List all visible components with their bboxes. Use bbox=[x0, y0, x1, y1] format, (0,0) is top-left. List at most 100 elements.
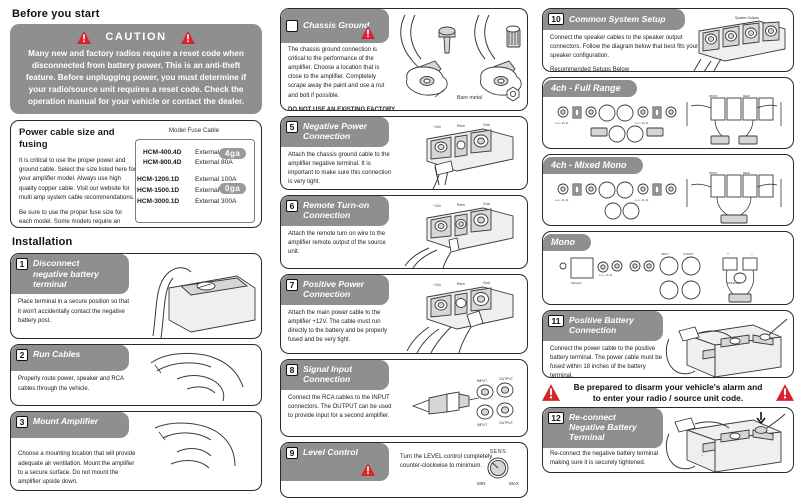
bare-metal-label: Bare metal bbox=[457, 95, 483, 101]
power-cable-panel: Power cable size and fusing It is critic… bbox=[10, 120, 262, 229]
svg-text:Gnd: Gnd bbox=[483, 202, 490, 206]
svg-text:Gnd: Gnd bbox=[483, 123, 490, 127]
fuse-table-header: Model Fuse Cable bbox=[168, 127, 220, 135]
caution-label: CAUTION bbox=[105, 31, 167, 43]
mono-speaker-wiring-diagram: +– SPEAKER bbox=[722, 252, 758, 303]
power-cable-para-1: It is critical to use the proper power a… bbox=[19, 157, 136, 201]
amp-panel-diagram: L+ L- R+ R- L+ L- R+ R- bbox=[555, 181, 677, 220]
svg-text:REAR: REAR bbox=[743, 95, 750, 98]
step-card-3: 3 Mount Amplifier Choose a mounting loca… bbox=[10, 411, 262, 492]
warning-triangle-icon bbox=[180, 30, 195, 44]
step-card-2: 2 Run Cables Properly route power, speak… bbox=[10, 344, 262, 407]
step-1-header: 1 Disconnect negative battery terminal bbox=[11, 254, 129, 295]
step-title: Positive Power Connection bbox=[303, 279, 365, 300]
warning-triangle-icon bbox=[776, 384, 794, 402]
step-number: 10 bbox=[548, 13, 564, 25]
step-7-header: 7 Positive Power Connection bbox=[281, 275, 389, 305]
amplifier-mount-illustration bbox=[154, 423, 236, 469]
step-card-6: 6 Remote Turn-on Connection Attach the r… bbox=[280, 195, 528, 269]
step-title: Remote Turn-on Connection bbox=[303, 200, 370, 221]
fuse-model: HCM-800.4D bbox=[143, 159, 182, 167]
svg-text:OUTPUT: OUTPUT bbox=[499, 377, 513, 381]
diagram-label: 4ch - Full Range bbox=[543, 80, 637, 97]
step-title: Common System Setup bbox=[569, 13, 666, 24]
diagram-label: Mono bbox=[543, 234, 591, 251]
step-number: 2 bbox=[16, 349, 28, 362]
svg-text:–: – bbox=[701, 452, 704, 457]
table-row: HCM-1200.1D External 100A bbox=[137, 176, 236, 183]
step-body: Properly route power, speaker and RCA ca… bbox=[18, 376, 124, 392]
negative-battery-reconnect-illustration: – bbox=[665, 411, 786, 472]
svg-text:Rem: Rem bbox=[457, 124, 465, 128]
rca-connector-illustration: INPUT OUTPUT INPUT OUTPUT bbox=[411, 377, 514, 427]
step-number: 12 bbox=[548, 411, 564, 424]
svg-text:L+ L- R+ R-: L+ L- R+ R- bbox=[635, 121, 649, 125]
gauge-badge-0ga: 0ga bbox=[219, 183, 247, 195]
step-4-header: 4 Chassis Ground bbox=[281, 9, 389, 43]
step-card-4: 4 Chassis Ground The chassis ground conn… bbox=[280, 8, 528, 111]
svg-text:L+ L- R+ R-: L+ L- R+ R- bbox=[555, 121, 569, 125]
step-card-1: 1 Disconnect negative battery terminal P… bbox=[10, 253, 262, 340]
step-2-header: 2 Run Cables bbox=[11, 345, 129, 372]
svg-text:+12v: +12v bbox=[433, 125, 441, 129]
step-card-12: 12 Re-connect Negative Battery Terminal … bbox=[542, 406, 794, 473]
svg-text:Gnd: Gnd bbox=[483, 281, 490, 285]
svg-text:Subsonic: Subsonic bbox=[571, 281, 582, 285]
step-title: Positive Battery Connection bbox=[569, 315, 634, 336]
step-body: Place terminal in a secure position so t… bbox=[18, 299, 130, 324]
fuse-table bbox=[135, 139, 255, 224]
speaker-wiring-diagram: FRONT REAR bbox=[686, 95, 782, 145]
vehicle-cable-routing-illustration bbox=[150, 353, 244, 402]
fuse-value: External 40A bbox=[195, 149, 233, 157]
chassis-ground-illustration bbox=[400, 14, 522, 102]
speaker-output-block-illustration: Speaker Outputs bbox=[693, 16, 786, 71]
caution-banner: CAUTION Many new and factory radios requ… bbox=[10, 24, 262, 115]
step-10-footer: Recommended Setups Below bbox=[550, 67, 630, 72]
step-body: Attach the remote turn on wire to the am… bbox=[288, 230, 386, 255]
warning-triangle-icon bbox=[542, 384, 560, 402]
step-body: Attach the main power cable to the ampli… bbox=[288, 309, 388, 343]
power-cable-heading: Power cable size and fusing bbox=[19, 127, 115, 151]
step-number: 1 bbox=[16, 258, 28, 271]
step-card-8: 8 Signal Input Connection Connect the RC… bbox=[280, 359, 528, 437]
step-title: Signal Input Connection bbox=[303, 364, 353, 385]
step-card-5: 5 Negative Power Connection Attach the c… bbox=[280, 116, 528, 190]
step-5-header: 5 Negative Power Connection bbox=[281, 117, 389, 147]
step-8-header: 8 Signal Input Connection bbox=[281, 360, 389, 390]
diagram-label: 4ch - Mixed Mono bbox=[543, 157, 643, 174]
step-3-header: 3 Mount Amplifier bbox=[11, 412, 129, 439]
step-6-header: 6 Remote Turn-on Connection bbox=[281, 196, 389, 226]
table-row: HCM-800.4D External 80A bbox=[143, 159, 233, 166]
negative-terminal-block-illustration: +12v Rem Gnd bbox=[426, 123, 514, 189]
step-title: Mount Amplifier bbox=[33, 416, 99, 427]
svg-text:–: – bbox=[751, 252, 753, 256]
svg-text:+: + bbox=[727, 252, 729, 256]
svg-text:OUTPUT: OUTPUT bbox=[499, 421, 513, 425]
sens-label: SENS bbox=[489, 449, 507, 455]
svg-text:FRONT: FRONT bbox=[709, 95, 718, 98]
step-title: Run Cables bbox=[33, 349, 81, 360]
step-number: 6 bbox=[286, 200, 298, 212]
step-number: 5 bbox=[286, 121, 298, 133]
step-card-11: 11 Positive Battery Connection Connect t… bbox=[542, 310, 794, 378]
step-card-9: 9 Level Control Turn the LEVEL control c… bbox=[280, 442, 528, 498]
level-knob-icon bbox=[487, 457, 509, 479]
svg-text:INPUT: INPUT bbox=[477, 379, 487, 383]
before-you-start-title: Before you start bbox=[12, 8, 100, 20]
svg-text:FRONT: FRONT bbox=[709, 172, 718, 175]
step-body: Connect the speaker cables to the speake… bbox=[550, 35, 699, 60]
step-card-10: 10 Common System Setup Connect the speak… bbox=[542, 8, 794, 72]
svg-text:INPUT: INPUT bbox=[477, 423, 487, 427]
step-body: Re-connect the negative battery terminal… bbox=[550, 450, 659, 466]
knob-min-label: MIN bbox=[477, 481, 486, 486]
step-body: Connect the RCA cables to the INPUT conn… bbox=[288, 394, 392, 419]
fuse-model: HCM-400.4D bbox=[143, 149, 182, 157]
fuse-value: External 80A bbox=[195, 159, 233, 167]
remote-turnon-block-illustration: +12v Rem Gnd bbox=[404, 202, 514, 268]
right-column: 10 Common System Setup Connect the speak… bbox=[536, 0, 802, 487]
mono-amp-panel-diagram: Subsonic L+ L- R+ R- INPUT OUTPUT bbox=[559, 252, 701, 300]
fuse-model: HCM-3000.1D bbox=[137, 198, 180, 206]
caution-header: CAUTION bbox=[18, 29, 254, 45]
sens-knob: SENS MIN MAX bbox=[477, 449, 519, 486]
svg-text:L+ L- R+ R-: L+ L- R+ R- bbox=[599, 273, 613, 277]
